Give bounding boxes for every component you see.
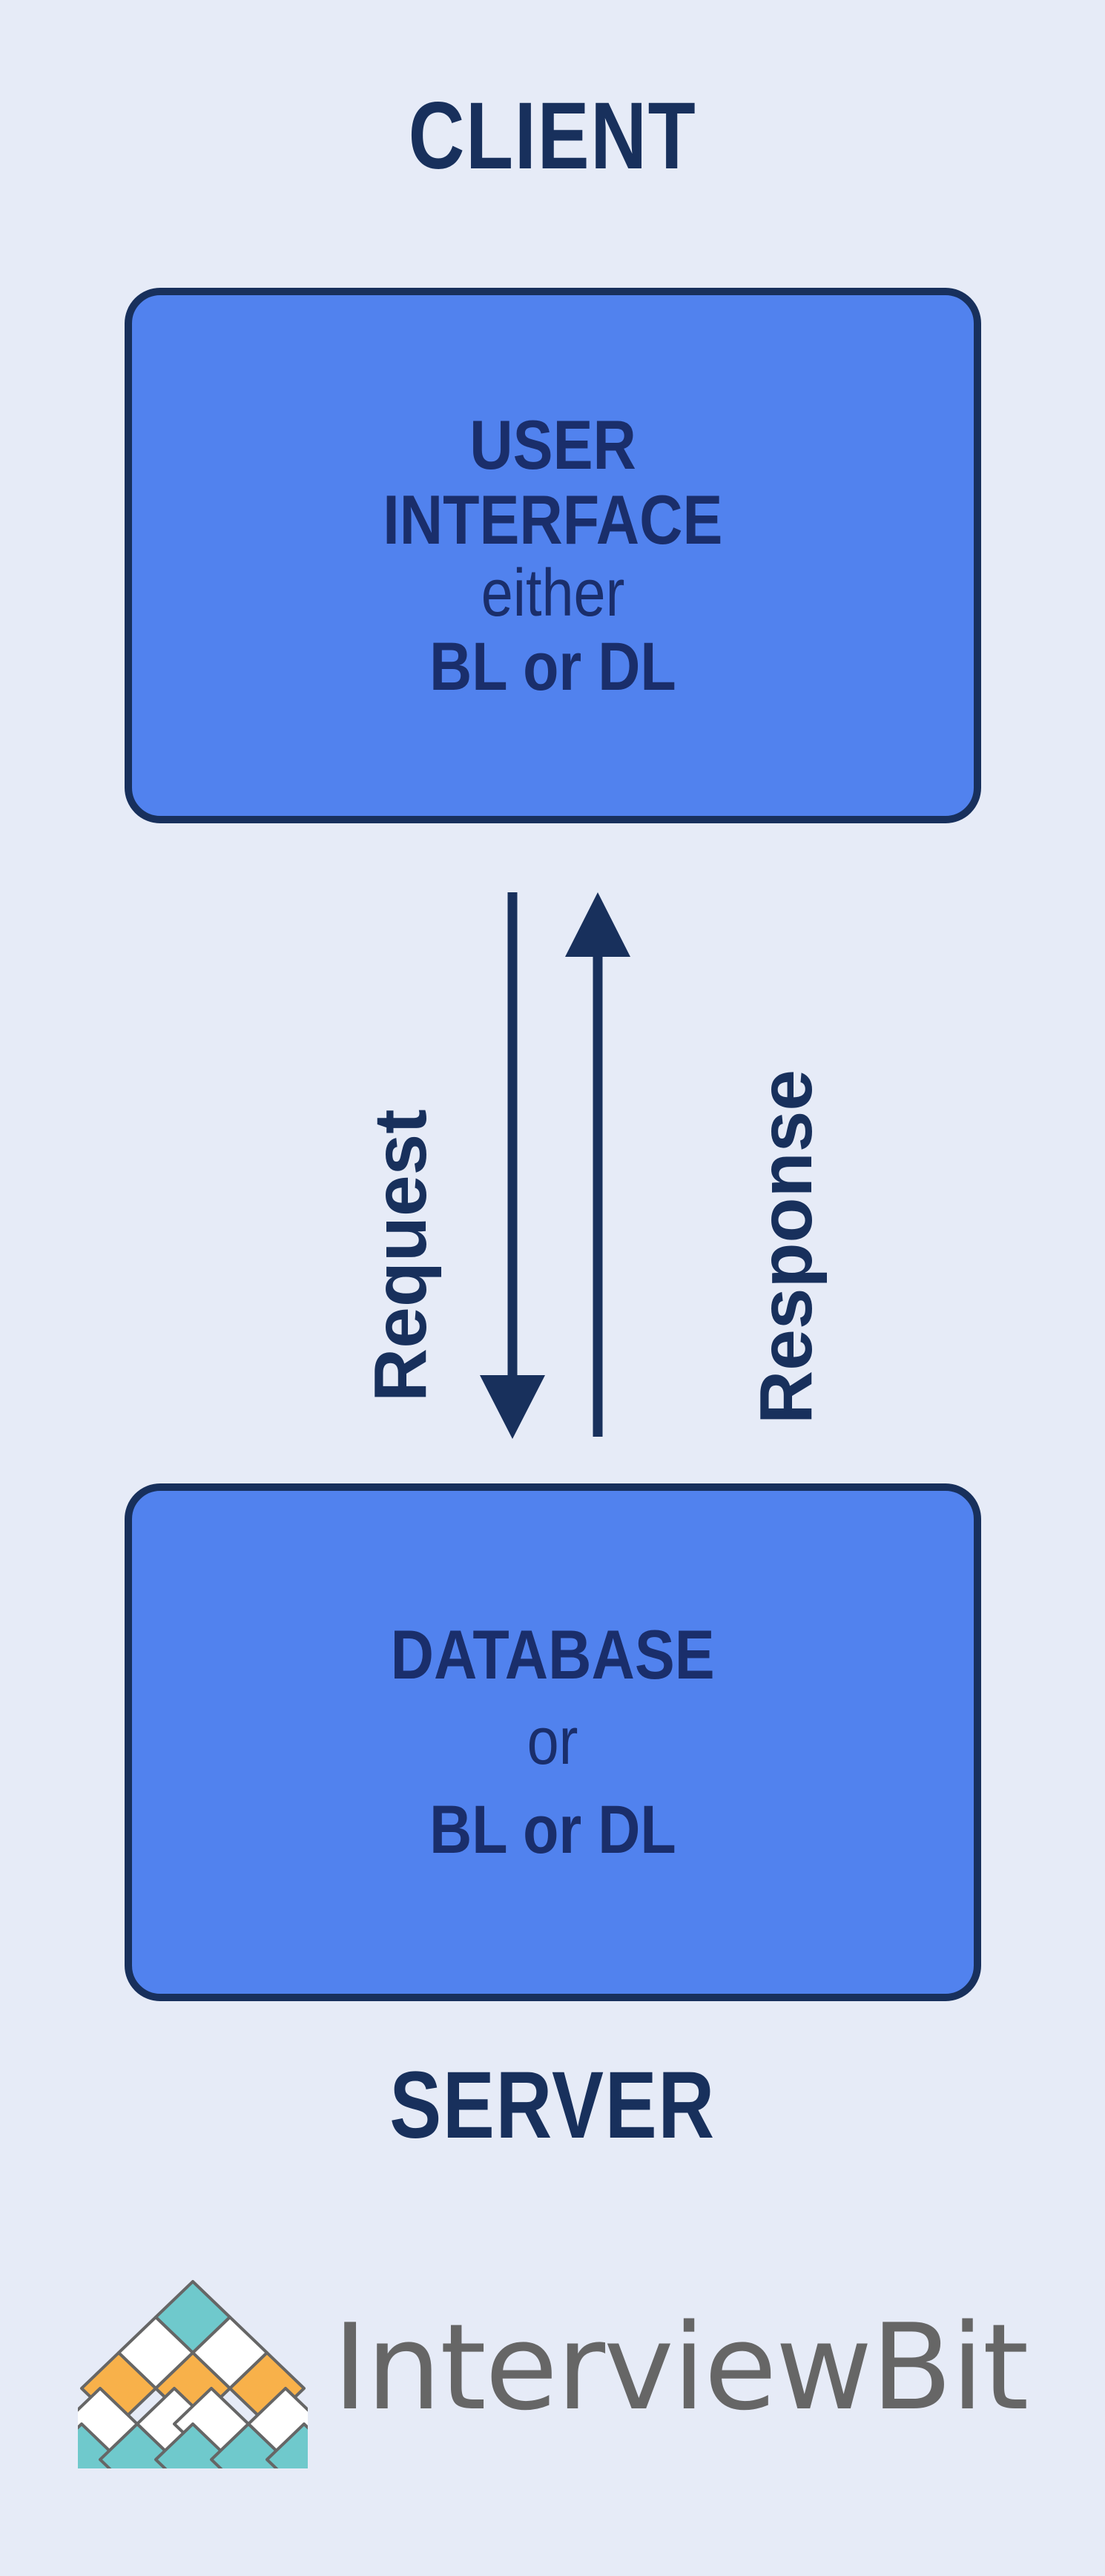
brand-wordmark: InterviewBit	[332, 2298, 1029, 2437]
request-flow-label: Request	[359, 1109, 442, 1402]
client-node-line-2: INTERFACE	[383, 481, 723, 559]
flow-arrows-svg	[480, 892, 630, 1439]
client-section-title: CLIENT	[408, 83, 697, 189]
interviewbit-logo-icon	[77, 2280, 308, 2468]
server-node-box: DATABASE or BL or DL	[125, 1483, 981, 2001]
response-arrow-icon	[565, 892, 630, 1437]
client-node-box: USER INTERFACE either BL or DL	[125, 288, 981, 823]
server-section-title: SERVER	[389, 2052, 716, 2158]
server-node-line-3: BL or DL	[429, 1791, 676, 1868]
flow-arrows-group	[0, 853, 1105, 1476]
client-node-line-3: either	[481, 556, 625, 631]
client-node-line-4: BL or DL	[429, 628, 676, 705]
server-node-line-2: or	[527, 1704, 578, 1779]
server-node-line-1: DATABASE	[390, 1615, 716, 1694]
brand-lockup: InterviewBit	[0, 2262, 1105, 2485]
client-node-line-1: USER	[469, 405, 636, 484]
response-flow-label: Response	[745, 1070, 828, 1424]
request-arrow-icon	[480, 892, 545, 1439]
